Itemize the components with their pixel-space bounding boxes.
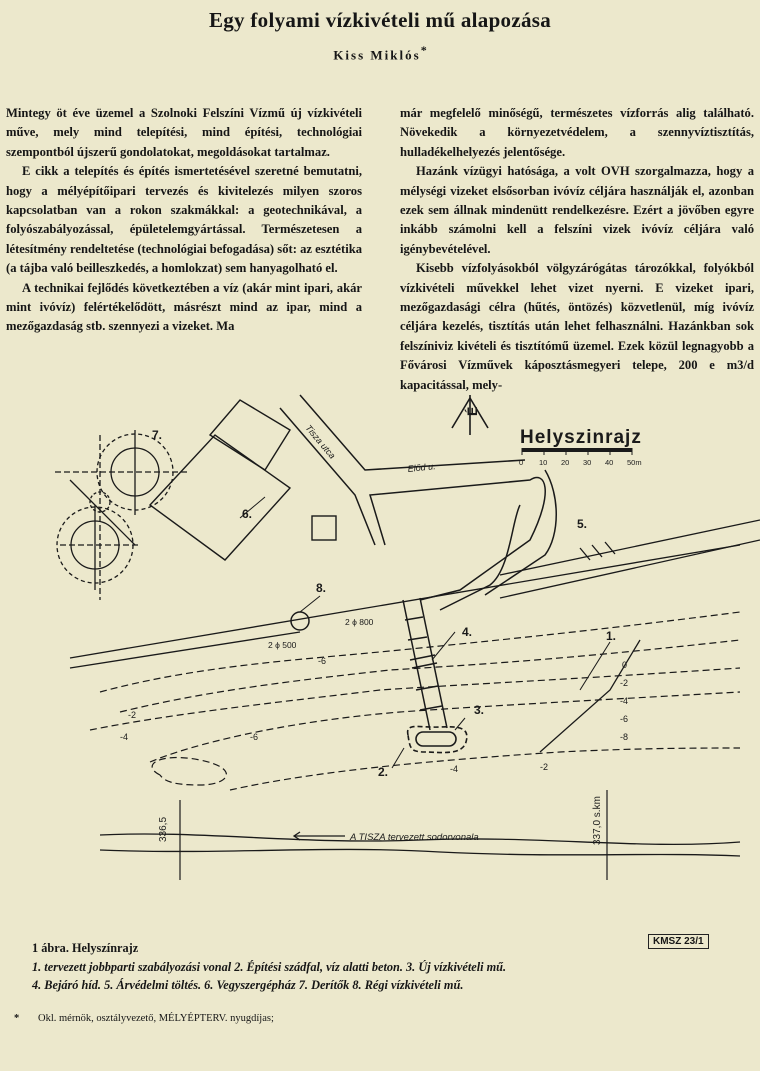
paragraph: Mintegy öt éve üzemel a Szolnoki Felszín…: [6, 106, 362, 159]
author-footnote-mark: *: [420, 43, 427, 57]
depth-label: -6: [620, 714, 628, 724]
label-number-7: 7.: [152, 428, 162, 442]
depth-label: -4: [620, 696, 628, 706]
pipe-label-800: 2 ϕ 800: [345, 617, 374, 627]
km-label-right: 337,0 s.km: [592, 796, 603, 845]
depth-contours: [89, 611, 741, 791]
paragraph: A technikai fejlődés következtében a víz…: [6, 280, 362, 334]
label-number-5: 5.: [577, 517, 587, 531]
label-number-4: 4.: [462, 625, 472, 639]
clarifier-tanks: [55, 430, 190, 600]
label-number-2: 2.: [378, 765, 388, 779]
chemical-building: [148, 399, 337, 561]
label-number-3: 3.: [474, 703, 484, 717]
depth-label: -2: [128, 710, 136, 720]
body-column-right: már megfelelő minőségű, természetes vízf…: [400, 104, 754, 395]
depth-label: -8: [620, 732, 628, 742]
label-number-6: 6.: [242, 507, 252, 521]
author-name: Kiss Miklós: [333, 47, 421, 63]
river-label: A TISZA tervezett sodorvonala: [349, 832, 479, 843]
depth-label: 0: [622, 660, 627, 670]
site-plan-figure: É Helyszinrajz 0 10 20 30 40 50m 7. 6.: [55, 394, 760, 880]
access-bridge: [402, 597, 456, 731]
river-thalweg: [99, 831, 741, 857]
scale-tick-label: 30: [583, 458, 591, 467]
depth-label: -4: [120, 732, 128, 742]
article-author: Kiss Miklós*: [0, 43, 760, 63]
label-number-8: 8.: [316, 581, 326, 595]
footnote-mark: *: [14, 1013, 20, 1024]
north-arrow-icon: [451, 395, 489, 435]
figure-reference: KMSZ 23/1: [648, 934, 709, 949]
old-intake: [290, 611, 310, 631]
street-label-eloed: Előd u.: [407, 461, 436, 474]
paragraph: már megfelelő minőségű, természetes vízf…: [400, 106, 754, 159]
label-number-1: 1.: [606, 629, 616, 643]
article-title: Egy folyami vízkivételi mű alapozása: [208, 8, 552, 32]
flood-dike: [499, 519, 760, 599]
body-column-left: Mintegy öt éve üzemel a Szolnoki Felszín…: [6, 104, 362, 337]
road-network: [279, 394, 557, 611]
scale-tick-label: 10: [539, 458, 547, 467]
scale-tick-label: 20: [561, 458, 569, 467]
depth-label: -6: [318, 656, 326, 666]
caption-line: 4. Bejáró híd. 5. Árvédelmi töltés. 6. V…: [32, 978, 464, 992]
pipe-label-500: 2 ϕ 500: [268, 640, 297, 650]
footnote: * Okl. mérnök, osztályvezető, MÉLYÉPTERV.…: [14, 1013, 274, 1024]
footnote-text: Okl. mérnök, osztályvezető, MÉLYÉPTERV. …: [38, 1013, 274, 1024]
depth-label: -2: [540, 762, 548, 772]
depth-label: -2: [620, 678, 628, 688]
km-label-left: 336,5: [158, 817, 169, 842]
paragraph: E cikk a telepítés és építés ismertetésé…: [6, 164, 362, 276]
map-title: Helyszinrajz: [520, 427, 642, 448]
scale-tick-label: 0: [519, 458, 523, 467]
paragraph: Hazánk vízügyi hatósága, a volt OVH szor…: [400, 164, 754, 256]
new-intake-structure: [391, 717, 468, 769]
scale-bar: [521, 448, 633, 455]
scale-tick-label: 50m: [627, 458, 642, 467]
paragraph: Kisebb vízfolyásokból völgyzárógátas tár…: [400, 261, 754, 392]
caption-title: 1 ábra. Helyszínrajz: [32, 941, 139, 955]
north-label: É: [464, 407, 480, 416]
figure-caption: 1 ábra. Helyszínrajz 1. tervezett jobbpa…: [32, 939, 732, 995]
depth-label: -6: [250, 732, 258, 742]
regulation-line: [539, 639, 641, 753]
caption-line: 1. tervezett jobbparti szabályozási vona…: [32, 959, 507, 974]
depth-label: -4: [450, 764, 458, 774]
pipelines: [69, 544, 741, 669]
scale-tick-label: 40: [605, 458, 613, 467]
